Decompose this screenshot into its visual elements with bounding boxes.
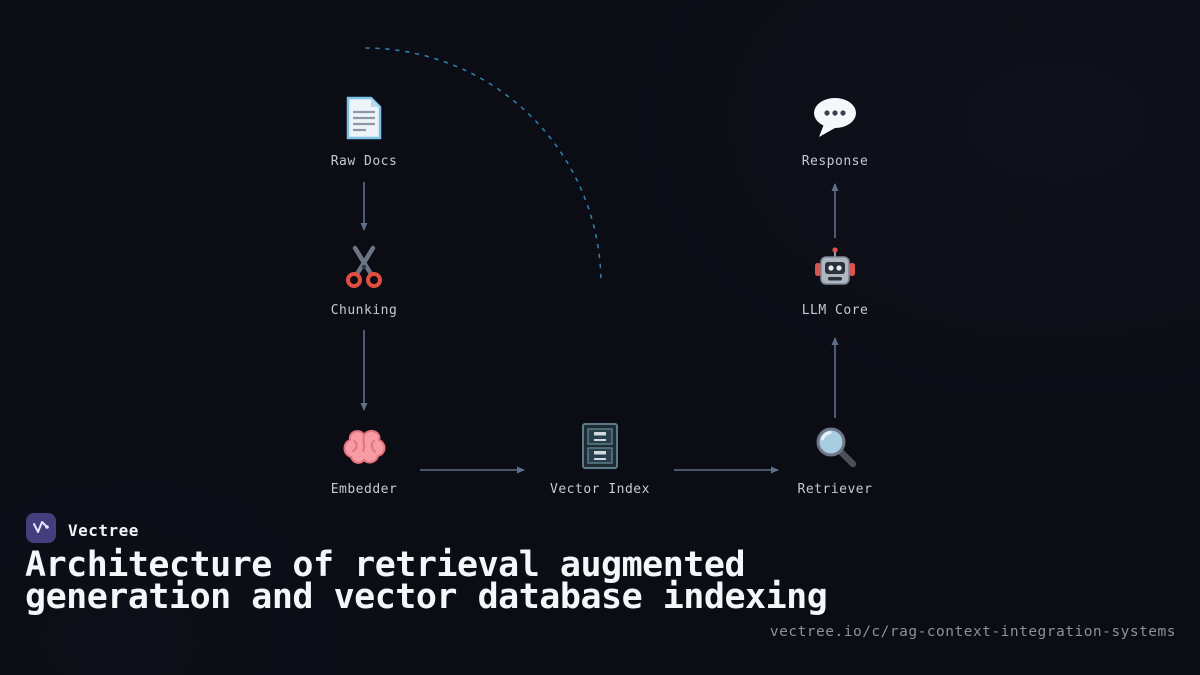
node-embedder: Embedder <box>284 420 444 497</box>
node-raw-docs: Raw Docs <box>284 92 444 169</box>
speech-bubble-icon <box>755 92 915 144</box>
node-retriever: Retriever <box>755 420 915 497</box>
node-label: Embedder <box>330 482 398 497</box>
node-label: Retriever <box>797 482 873 497</box>
brand-row: Vectree <box>26 513 139 547</box>
magnifier-icon <box>755 420 915 472</box>
node-label: Vector Index <box>550 482 650 497</box>
vectree-logo-icon <box>26 513 56 547</box>
node-vector-index: Vector Index <box>520 420 680 497</box>
brand-name: Vectree <box>68 520 139 540</box>
node-label: Raw Docs <box>330 154 398 169</box>
node-llm-core: LLM Core <box>755 241 915 318</box>
file-cabinet-icon <box>520 420 680 472</box>
node-label: LLM Core <box>801 303 869 318</box>
brain-icon <box>284 420 444 472</box>
node-label: Chunking <box>330 303 398 318</box>
node-response: Response <box>755 92 915 169</box>
document-icon <box>284 92 444 144</box>
page-title: Architecture of retrieval augmented gene… <box>25 545 828 617</box>
scissors-icon <box>284 241 444 293</box>
node-chunking: Chunking <box>284 241 444 318</box>
node-label: Response <box>801 154 869 169</box>
footer-url: vectree.io/c/rag-context-integration-sys… <box>769 624 1176 640</box>
robot-icon <box>755 241 915 293</box>
